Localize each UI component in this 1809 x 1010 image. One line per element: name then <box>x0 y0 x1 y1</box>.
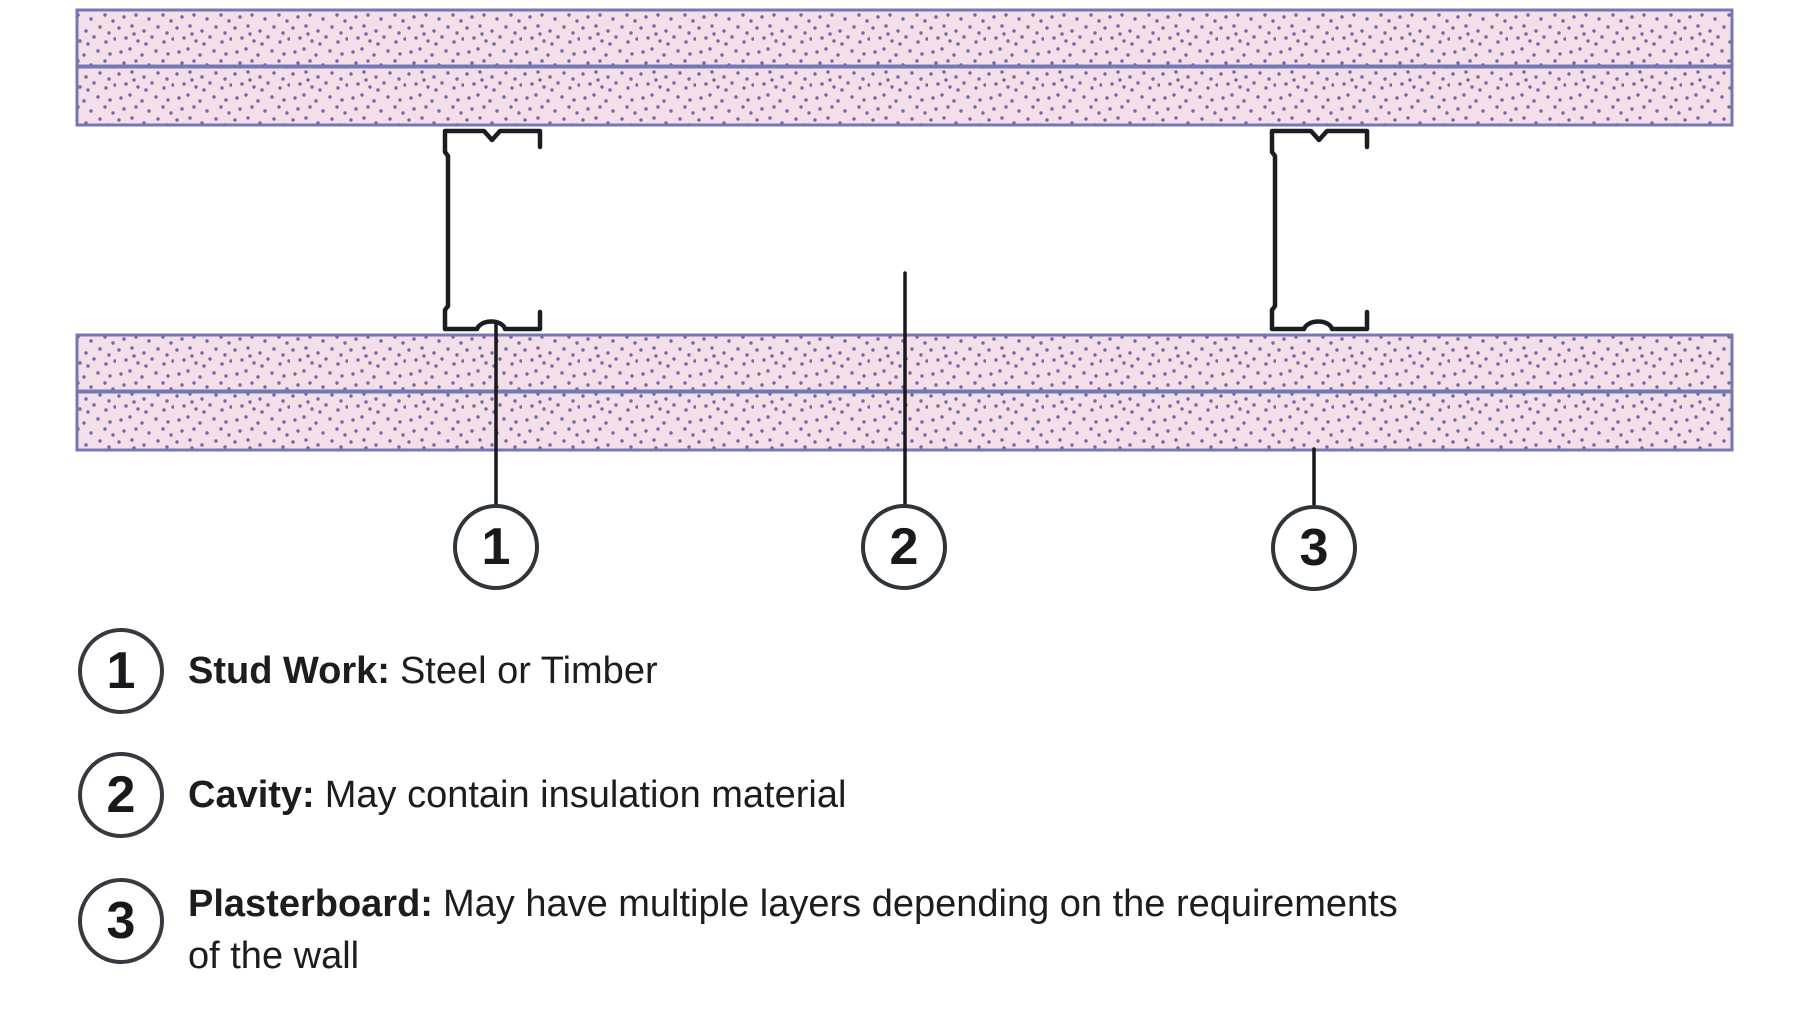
steel-stud-left <box>442 128 543 332</box>
legend-term: Stud Work: <box>188 650 390 692</box>
legend-label: Stud Work:Steel or Timber <box>188 645 658 697</box>
legend-description-line2: of the wall <box>188 935 360 977</box>
steel-stud-right <box>1269 128 1370 332</box>
legend-label: Plasterboard:May have multiple layers de… <box>188 878 1398 982</box>
legend-badge-2: 2 <box>78 752 164 838</box>
callout-circle-cavity: 2 <box>861 504 947 590</box>
legend-badge-number: 3 <box>106 892 136 950</box>
legend-label: Cavity:May contain insulation material <box>188 769 846 821</box>
plasterboard-top-band <box>75 8 1734 127</box>
legend-badge-1: 1 <box>78 628 164 714</box>
legend-term: Plasterboard: <box>188 883 433 925</box>
legend-badge-number: 2 <box>106 766 136 824</box>
legend-term: Cavity: <box>188 774 315 816</box>
callout-number: 3 <box>1299 519 1329 577</box>
callout-circle-plasterboard: 3 <box>1271 505 1357 591</box>
wall-section-drawing <box>75 8 1734 507</box>
callout-circle-stud: 1 <box>453 504 539 590</box>
legend-badge-3: 3 <box>78 878 164 964</box>
callout-number: 2 <box>889 518 919 576</box>
legend-badge-number: 1 <box>106 642 136 700</box>
legend-description: May have multiple layers depending on th… <box>442 883 1398 925</box>
legend-description: Steel or Timber <box>399 650 658 692</box>
legend-description: May contain insulation material <box>324 774 847 816</box>
callout-number: 1 <box>481 518 511 576</box>
